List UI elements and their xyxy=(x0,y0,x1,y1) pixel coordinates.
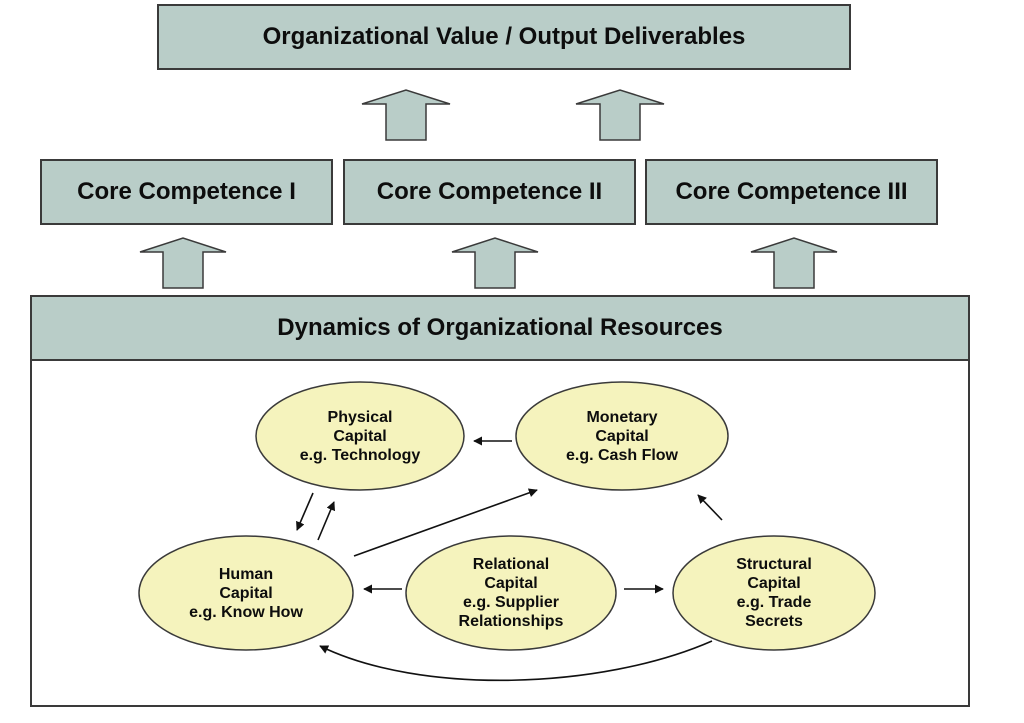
block-arrow-up-3 xyxy=(139,237,227,289)
physical-capital-line2: Capital xyxy=(333,427,387,445)
arrow-physical-to-human xyxy=(296,492,314,531)
block-arrow-up-4 xyxy=(451,237,539,289)
core-competence-3-label: Core Competence III xyxy=(675,178,908,205)
human-capital-line3: e.g. Know How xyxy=(189,603,303,621)
monetary-capital-line2: Capital xyxy=(595,427,649,445)
physical-capital-label: Physical Capital e.g. Technology xyxy=(260,400,460,472)
human-capital-ellipse xyxy=(138,535,354,651)
structural-capital-line2: Capital xyxy=(747,575,801,592)
block-arrow-up-2 xyxy=(575,89,665,141)
structural-capital-line1: Structural xyxy=(736,556,812,573)
structural-capital-ellipse xyxy=(672,535,876,651)
physical-capital-line1: Physical xyxy=(327,408,393,426)
arrow-human-to-physical xyxy=(317,501,336,541)
core-competence-1-label: Core Competence I xyxy=(77,178,296,205)
core-competence-2-label: Core Competence II xyxy=(376,178,603,205)
relational-capital-line4: Relationships xyxy=(458,613,564,630)
relational-capital-line1: Relational xyxy=(472,556,550,573)
monetary-capital-line1: Monetary xyxy=(586,408,658,426)
monetary-capital-line3: e.g. Cash Flow xyxy=(565,446,678,464)
arrow-human-to-monetary xyxy=(353,488,538,557)
resources-title: Dynamics of Organizational Resources xyxy=(277,314,723,341)
physical-capital-ellipse xyxy=(255,381,465,491)
core-competence-3-box: Core Competence III xyxy=(645,159,938,225)
physical-capital-line3: e.g. Technology xyxy=(299,446,421,464)
relational-capital-line3: e.g. Supplier xyxy=(462,594,559,611)
structural-capital-line3: e.g. Trade xyxy=(736,594,812,611)
resources-header: Dynamics of Organizational Resources xyxy=(30,295,970,361)
arrow-structural-to-monetary xyxy=(697,494,723,521)
output-deliverables-box: Organizational Value / Output Deliverabl… xyxy=(157,4,851,70)
structural-capital-label: Structural Capital e.g. Trade Secrets xyxy=(674,548,874,638)
monetary-capital-ellipse xyxy=(515,381,729,491)
relational-capital-label: Relational Capital e.g. Supplier Relatio… xyxy=(411,548,611,638)
relational-capital-ellipse xyxy=(405,535,617,651)
structural-capital-line4: Secrets xyxy=(745,613,803,630)
monetary-capital-label: Monetary Capital e.g. Cash Flow xyxy=(522,400,722,472)
core-competence-1-box: Core Competence I xyxy=(40,159,333,225)
relational-capital-line2: Capital xyxy=(484,575,538,592)
core-competence-2-box: Core Competence II xyxy=(343,159,636,225)
arrow-structural-to-human xyxy=(319,640,713,682)
human-capital-line2: Capital xyxy=(219,584,273,602)
human-capital-label: Human Capital e.g. Know How xyxy=(146,557,346,629)
human-capital-line1: Human xyxy=(218,565,274,583)
block-arrow-up-5 xyxy=(750,237,838,289)
block-arrow-up-1 xyxy=(361,89,451,141)
output-deliverables-label: Organizational Value / Output Deliverabl… xyxy=(262,23,746,50)
